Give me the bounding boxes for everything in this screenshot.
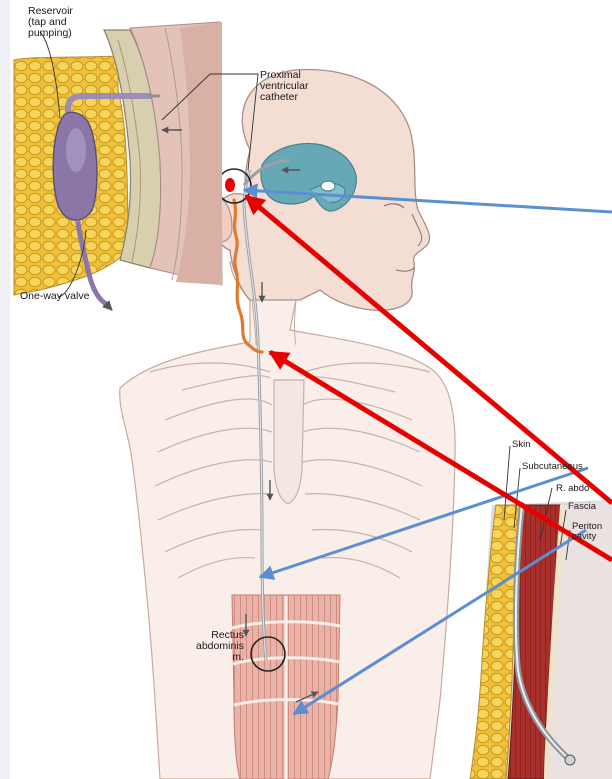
label-abdominis: R. abdo [556,484,589,494]
label-subcutaneous: Subcutaneous [522,462,583,472]
red-dot [225,178,235,192]
label-one-way-valve: One-way valve [20,291,89,302]
label-peritoneal: Periton cavity [572,522,602,542]
label-proximal-catheter: Proximal ventricular catheter [260,70,308,103]
peritoneal-inset [470,446,612,779]
reservoir-inset [14,22,258,310]
label-rectus: Rectus abdominis m. [196,630,244,663]
label-skin: Skin [512,440,530,450]
label-fascia: Fascia [568,502,596,512]
label-reservoir: Reservoir (tap and pumping) [28,6,73,39]
page-edge [0,0,10,779]
